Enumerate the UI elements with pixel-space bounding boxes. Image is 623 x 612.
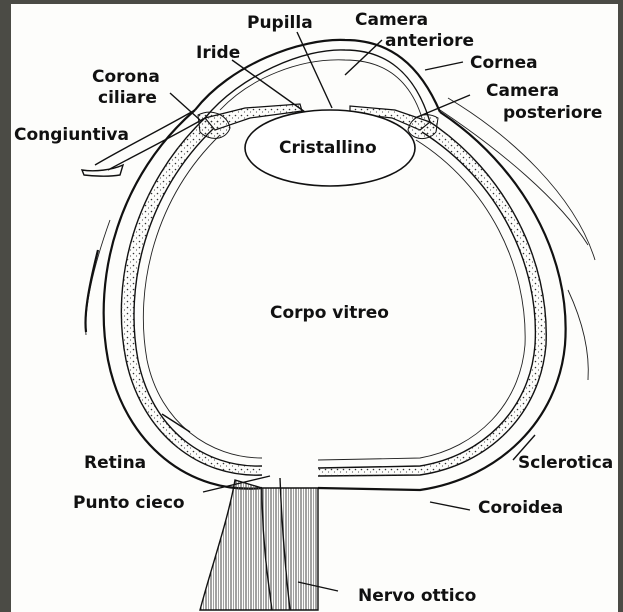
label-punto-cieco: Punto cieco — [73, 493, 185, 513]
optic-nerve — [200, 478, 318, 610]
label-camera-anteriore-line1: Camera — [355, 10, 428, 30]
label-corona-ciliare-line1: Corona — [92, 67, 160, 87]
label-nervo-ottico: Nervo ottico — [358, 586, 476, 606]
label-iride: Iride — [196, 43, 240, 63]
pupilla-pointer — [297, 32, 332, 108]
eye-diagram-canvas: Pupilla Camera anteriore Iride Cornea Co… — [11, 4, 618, 612]
label-congiuntiva: Congiuntiva — [14, 125, 129, 145]
label-camera-posteriore-line1: Camera — [486, 81, 559, 101]
label-corona-ciliare-line2: ciliare — [98, 88, 157, 108]
label-coroidea: Coroidea — [478, 498, 563, 518]
cornea-pointer — [425, 62, 463, 70]
label-corpo-vitreo: Corpo vitreo — [270, 303, 389, 323]
label-cristallino: Cristallino — [279, 138, 377, 158]
coroidea-pointer — [430, 502, 470, 510]
label-camera-anteriore-line2: anteriore — [385, 31, 474, 51]
label-camera-posteriore-line2: posteriore — [503, 103, 602, 123]
label-pupilla: Pupilla — [247, 13, 313, 33]
eye-diagram: Pupilla Camera anteriore Iride Cornea Co… — [11, 4, 618, 612]
iride-pointer — [232, 60, 305, 112]
label-cornea: Cornea — [470, 53, 538, 73]
camera-anteriore-pointer — [345, 40, 382, 75]
label-retina: Retina — [84, 453, 146, 473]
label-sclerotica: Sclerotica — [518, 453, 613, 473]
